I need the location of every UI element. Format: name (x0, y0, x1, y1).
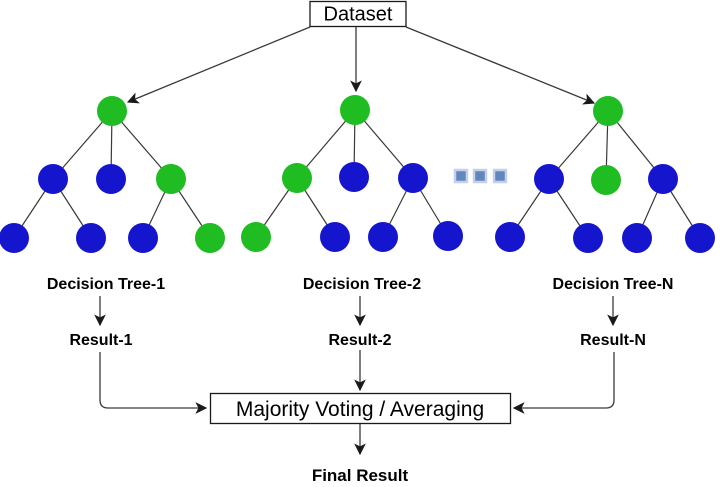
result-2-label: Result-2 (328, 332, 391, 349)
tree-nodes-layer (0, 95, 715, 253)
decision-tree-1-node-blue (76, 223, 106, 253)
decision-tree-2-node-blue (339, 162, 369, 192)
result1-to-voting-arrow (99, 352, 208, 414)
decision-tree-1-node-blue (0, 223, 29, 253)
decision-tree-2-node-blue (320, 222, 350, 252)
decision-tree-1-node-blue (128, 223, 158, 253)
ellipsis-dots-layer (453, 168, 508, 184)
decision-tree-1-node-green (156, 164, 186, 194)
result-1-label: Result-1 (69, 332, 132, 349)
decision-tree-2-node-blue (433, 221, 463, 251)
decision-tree-2-node-blue (368, 222, 398, 252)
decision-tree-1-node-green (195, 223, 225, 253)
decision-tree-2-node-green (282, 163, 312, 193)
ellipsis-dot (472, 168, 488, 184)
decision-tree-1-edge (111, 110, 172, 180)
ellipsis-dot (453, 168, 469, 184)
decision-tree-n-node-blue (495, 222, 525, 252)
decision-tree-n-label: Decision Tree-N (553, 276, 674, 293)
dataset-to-treeN-arrow (405, 26, 596, 105)
dataset-box (309, 0, 407, 28)
decision-tree-2-node-blue (398, 163, 428, 193)
arrow-connectors-layer (94, 26, 619, 456)
majority-voting-label: Majority Voting / Averaging (236, 398, 484, 421)
decision-tree-2-node-green (340, 95, 370, 125)
decision-tree-n-node-blue (622, 223, 652, 253)
dataset-label: Dataset (324, 4, 393, 26)
decision-tree-2-label: Decision Tree-2 (303, 276, 421, 293)
decision-tree-n-node-blue (685, 223, 715, 253)
resultN-to-voting-arrow (512, 352, 615, 414)
decision-tree-n-node-blue (648, 164, 678, 194)
decision-tree-1-label: Decision Tree-1 (47, 276, 165, 293)
decision-tree-n-node-blue (534, 164, 564, 194)
result-n-label: Result-N (580, 332, 646, 349)
decision-tree-1-node-green (97, 96, 127, 126)
decision-tree-1-node-blue (38, 164, 68, 194)
decision-tree-n-node-green (591, 165, 621, 195)
decision-tree-1-node-blue (96, 164, 126, 194)
decision-tree-n-node-blue (573, 223, 603, 253)
final-result-label: Final Result (312, 466, 409, 485)
decision-tree-2-node-green (241, 222, 271, 252)
dataset-to-tree1-arrow (126, 26, 311, 104)
majority-voting-box (209, 392, 512, 425)
decision-tree-n-edge (548, 110, 609, 180)
decision-tree-1-edge (52, 110, 113, 180)
ellipsis-dot (492, 168, 508, 184)
decision-tree-n-node-green (593, 96, 623, 126)
